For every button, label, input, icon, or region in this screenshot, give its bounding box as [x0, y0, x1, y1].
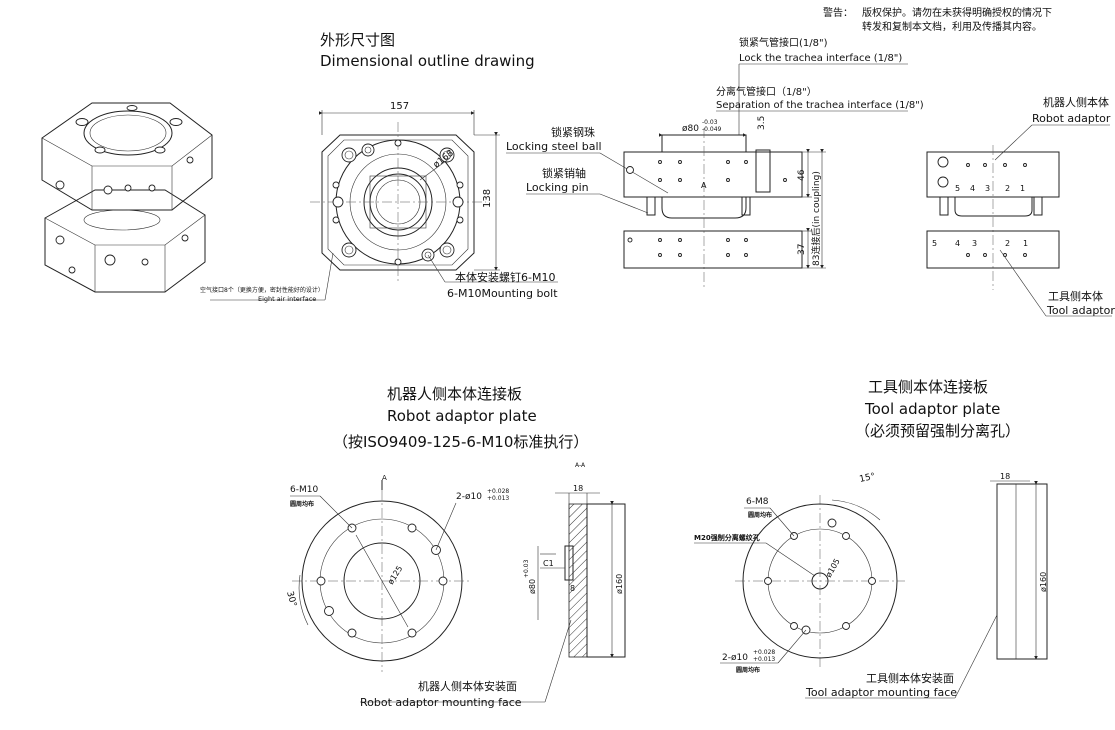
tool-adaptor-cn: 工具侧本体: [1048, 289, 1103, 303]
tool-face-cn: 工具侧本体安装面: [866, 671, 954, 685]
robot-plate: 机器人侧本体连接板 Robot adaptor plate （按ISO9409-…: [284, 385, 626, 709]
tool-plate: 工具侧本体连接板 Tool adaptor plate （必须预留强制分离孔） …: [694, 378, 1048, 699]
tool-face-en: Tool adaptor mounting face: [805, 686, 957, 699]
robot-pin-tol-l: +0.013: [487, 495, 509, 502]
bolt-label-en: 6-M10Mounting bolt: [447, 287, 558, 300]
robot-dim-18: 18: [573, 484, 583, 493]
dim-width: 157: [390, 101, 409, 112]
dim-3-5: 3.5: [757, 116, 767, 130]
ball-label-en: Locking steel ball: [506, 140, 602, 153]
tool-dim-18: 18: [1000, 472, 1010, 481]
pin-label-en: Locking pin: [526, 181, 589, 194]
tool-adaptor-en: Tool adaptor: [1046, 304, 1115, 317]
robot-angle: 30°: [284, 590, 298, 608]
tool-pin-tol-u: +0.028: [753, 649, 775, 656]
section-mark-a: A: [382, 474, 387, 482]
air-label-cn: 空气接口8个（更换方便，密封性能好的设计）: [200, 286, 324, 294]
port-top-3: 3: [985, 184, 990, 193]
robot-plate-title-cn: 机器人侧本体连接板: [387, 385, 522, 403]
dim-46: 46: [797, 169, 807, 181]
pin-label-cn: 锁紧销轴: [542, 166, 586, 180]
robot-adaptor-cn: 机器人侧本体: [1043, 95, 1109, 109]
robot-adaptor-en: Robot adaptor: [1032, 112, 1111, 125]
lock-air-cn: 锁紧气管接口(1/8"): [739, 36, 828, 49]
tol-lower: -0.049: [702, 126, 722, 133]
port-top-5: 5: [955, 184, 960, 193]
dim-37: 37: [797, 244, 807, 255]
outline-view: 外形尺寸图 Dimensional outline drawing 157 13…: [200, 31, 558, 303]
robot-dim-8: 8: [570, 584, 575, 593]
end-view: 机器人侧本体 Robot adaptor 5 4 3 2 1 5 4 3 2 1…: [926, 95, 1115, 317]
tool-pin-tol-l: +0.013: [753, 656, 775, 663]
dim-height: 138: [482, 189, 493, 208]
robot-pin: 2-ø10: [456, 492, 482, 502]
sep-air-en: Separation of the trachea interface (1/8…: [716, 100, 924, 111]
robot-face-en: Robot adaptor mounting face: [360, 696, 522, 709]
outline-title-cn: 外形尺寸图: [320, 31, 395, 49]
notice-line1: 版权保护。请勿在未获得明确授权的情况下: [862, 6, 1052, 19]
side-view: 锁紧气管接口(1/8") Lock the trachea interface …: [506, 36, 924, 290]
port-top-4: 4: [970, 184, 975, 193]
tool-pin-note: 圆周均布: [736, 666, 760, 674]
robot-dim-c1: C1: [543, 559, 554, 568]
tool-thread-note: 圆周均布: [748, 511, 772, 519]
tool-angle: 15°: [859, 472, 877, 485]
port-bot-2: 2: [1005, 239, 1010, 248]
bolt-label-cn: 本体安装螺钉6-M10: [455, 270, 555, 284]
section-label: A-A: [575, 462, 586, 469]
robot-plate-subtitle: （按ISO9409-125-6-M10标准执行）: [333, 433, 588, 451]
tol-upper: -0.03: [702, 119, 718, 126]
robot-dim-phi80-tol: +0.03: [523, 559, 530, 578]
tool-pin: 2-ø10: [722, 653, 748, 663]
isometric-view: [41, 102, 213, 293]
robot-thread: 6-M10: [290, 485, 318, 495]
outline-title-en: Dimensional outline drawing: [320, 52, 535, 70]
port-top-1: 1: [1020, 184, 1025, 193]
tool-thread: 6-M8: [746, 497, 769, 507]
tool-plate-title-en: Tool adaptor plate: [864, 400, 1000, 418]
dim-phi80: ø80: [682, 124, 699, 134]
mark-a: A: [701, 181, 707, 190]
port-bot-4: 4: [955, 239, 960, 248]
robot-dim-phi160: ø160: [615, 574, 624, 594]
tool-sep-hole: M20强制分离螺纹孔: [694, 533, 760, 542]
dim-83: 83连接后(in coupling): [810, 171, 822, 266]
tool-pcd: ø105: [824, 557, 842, 579]
sep-air-cn: 分离气管接口（1/8"）: [716, 85, 817, 98]
air-label-en: Eight air interface: [258, 295, 316, 303]
tool-dim-phi160: ø160: [1039, 572, 1048, 592]
robot-plate-title-en: Robot adaptor plate: [387, 407, 537, 425]
tool-plate-subtitle: （必须预留强制分离孔）: [855, 422, 1020, 440]
lock-air-en: Lock the trachea interface (1/8"): [739, 53, 902, 64]
robot-face-cn: 机器人侧本体安装面: [418, 679, 517, 693]
notice-prefix: 警告：: [823, 6, 853, 19]
port-bot-5: 5: [932, 239, 937, 248]
robot-dim-phi80: ø80: [528, 579, 537, 594]
robot-thread-note: 圆周均布: [290, 500, 314, 508]
ball-label-cn: 锁紧钢珠: [551, 125, 595, 139]
port-bot-1: 1: [1023, 239, 1028, 248]
notice-line2: 转发和复制本文档，利用及传播其内容。: [862, 20, 1042, 33]
robot-pin-tol-u: +0.028: [487, 488, 509, 495]
port-top-2: 2: [1005, 184, 1010, 193]
copyright-notice: 警告： 版权保护。请勿在未获得明确授权的情况下 转发和复制本文档，利用及传播其内…: [823, 6, 1052, 33]
tool-plate-title-cn: 工具侧本体连接板: [868, 378, 988, 396]
robot-pcd: ø125: [386, 564, 404, 586]
port-bot-3: 3: [972, 239, 977, 248]
